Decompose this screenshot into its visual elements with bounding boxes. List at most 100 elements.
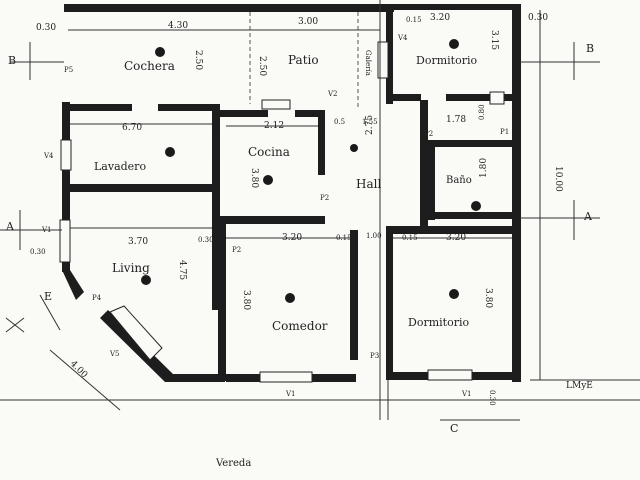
room-dormitorio-top: Dormitorio (416, 54, 477, 67)
line-x-b (5, 317, 25, 333)
opening-p2-b: P2 (232, 246, 241, 254)
light-dormitorio-bottom (449, 289, 459, 299)
wall-cocina-top-a (218, 110, 268, 117)
window-living-diagonal (109, 305, 163, 361)
wall-right (512, 4, 521, 382)
dimension-labels: 4.30 3.00 3.20 0.30 0.30 2.50 2.50 3.15 … (30, 13, 563, 406)
opening-p2-a: P2 (320, 194, 329, 202)
room-dormitorio-bottom: Dormitorio (408, 316, 469, 329)
dim-top-3-00: 3.00 (298, 17, 318, 27)
room-comedor: Comedor (272, 319, 328, 333)
line-diagonal-dim (49, 349, 121, 411)
window-dormitorio-bottom (427, 369, 473, 381)
opening-p5: P5 (64, 66, 73, 74)
wall-bano-top (428, 140, 514, 147)
opening-v2: V2 (327, 90, 338, 98)
room-labels: Cochera Patio Dormitorio Lavadero Cocina… (94, 53, 477, 333)
dim-1-78: 1.78 (446, 115, 466, 125)
dim-4-00: 4.00 (68, 359, 89, 380)
dim-3-80-dorm: 3.80 (483, 288, 493, 308)
wall-dormitorio-bottom-left (386, 226, 393, 378)
dim-2-12: 2.12 (264, 121, 284, 131)
opening-v4-left: V4 (43, 152, 54, 160)
window-dormitorio-top (377, 41, 389, 79)
opening-v1-dorm: V1 (461, 390, 472, 398)
dim-0-5: 0.5 (334, 118, 345, 126)
wall-living-diagonal (100, 310, 175, 382)
room-patio: Patio (288, 53, 319, 67)
dim-2-50-b: 2.50 (257, 56, 267, 76)
dim-0-15-b: 0.15 (402, 234, 418, 242)
section-b-right: B (586, 42, 594, 55)
wall-dorm-top-bottom-a (393, 94, 421, 101)
wall-dormitorio-bottom-top (386, 226, 516, 234)
room-cochera: Cochera (124, 59, 175, 73)
wall-living-right (212, 104, 220, 310)
dim-1-00: 1.00 (366, 232, 382, 240)
dim-6-70: 6.70 (122, 123, 142, 133)
wall-top-right (394, 4, 512, 10)
dim-0-30-left: 0.30 (30, 248, 46, 256)
dim-1-55: 1.55 (362, 118, 378, 126)
wall-lavadero-bottom (62, 184, 220, 192)
dim-3-20-dorm: 3.20 (446, 233, 466, 243)
light-comedor (285, 293, 295, 303)
window-lavadero (60, 139, 72, 171)
construction-lines (0, 0, 640, 421)
dim-top-3-20: 3.20 (430, 13, 450, 23)
dim-0-15-a: 0.15 (336, 234, 352, 242)
wall-bano-bottom (428, 212, 514, 219)
section-a-left: A (5, 220, 15, 233)
light-dormitorio-top (449, 39, 459, 49)
section-marks: B B A A C E LMyE (5, 42, 594, 435)
dim-2-00: 2.00 (209, 140, 219, 160)
dim-10-00: 10.00 (553, 166, 563, 192)
dim-3-15: 3.15 (489, 30, 499, 50)
wall-dormitorio-top-left (386, 4, 393, 104)
wall-cocina-top-b (295, 110, 325, 117)
wall-comedor-right (350, 230, 358, 360)
section-lmye: LMyE (566, 381, 593, 391)
walls (62, 4, 521, 382)
dim-3-80-cocina: 3.80 (249, 168, 259, 188)
dim-0-15-top: 0.15 (406, 16, 422, 24)
section-e-left: E (44, 290, 52, 303)
light-living (141, 275, 151, 285)
dim-0-30-bottom: 0.30 (488, 390, 496, 406)
section-a-right: A (583, 210, 593, 223)
wall-top-left (64, 4, 394, 12)
wall-living-chamfer (62, 270, 84, 300)
wall-hall-right (420, 100, 428, 228)
dim-left-0-30: 0.30 (36, 23, 56, 33)
opening-p1: P1 (500, 128, 509, 136)
wall-lavadero-top-b (158, 104, 218, 111)
opening-p4: P4 (92, 294, 102, 302)
dim-4-75: 4.75 (177, 260, 187, 280)
dim-0-30-mid: 0.30 (198, 236, 214, 244)
dim-2-75: 2.75 (365, 115, 375, 135)
dim-2-50-a: 2.50 (193, 50, 203, 70)
room-lavadero: Lavadero (94, 160, 146, 173)
window-living-left (59, 219, 71, 263)
dim-3-70: 3.70 (128, 237, 148, 247)
wall-bano-left (428, 140, 435, 220)
label-vereda: Vereda (215, 458, 251, 469)
opening-p3: P3 (370, 352, 379, 360)
opening-v1-left: V1 (41, 226, 52, 234)
room-hall: Hall (356, 177, 381, 191)
dim-3-20-comedor: 3.20 (282, 233, 302, 243)
room-cocina: Cocina (248, 145, 290, 159)
room-living: Living (112, 261, 150, 275)
light-hall (350, 144, 358, 152)
dim-right-0-30: 0.30 (528, 13, 548, 23)
opening-labels: V1 V2 V4 V4 V5 V1 V1 P1 P2 P2 P2 P3 P4 P… (41, 34, 509, 398)
light-bano (471, 201, 481, 211)
room-bano: Baño (446, 175, 472, 186)
wall-lavadero-top-a (62, 104, 132, 111)
section-c-bottom: C (450, 422, 458, 435)
opening-v1-comedor: V1 (285, 390, 296, 398)
opening-p2-c: P2 (424, 130, 433, 138)
line-e-mark (39, 294, 61, 331)
light-points (141, 39, 481, 303)
